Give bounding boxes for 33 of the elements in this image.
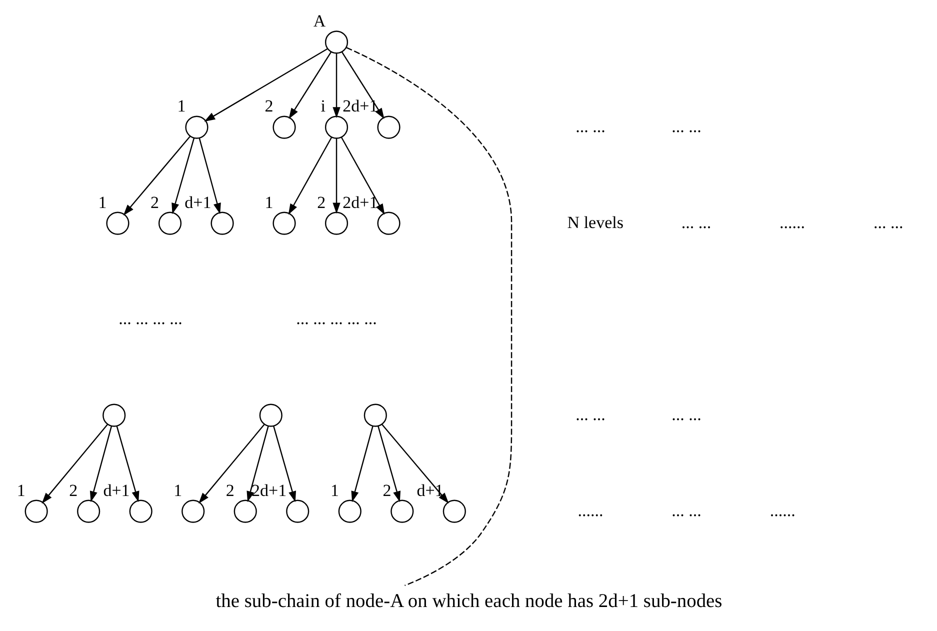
label: ... ... ... ... ... bbox=[296, 308, 376, 328]
node-label: 2 bbox=[68, 480, 78, 500]
node-label: d+1 bbox=[184, 192, 211, 212]
node-label: 2d+1 bbox=[342, 96, 378, 116]
label: ... ... bbox=[872, 212, 903, 232]
node-label: 1 bbox=[330, 480, 338, 500]
node-label: 2 bbox=[150, 192, 159, 212]
label: ... ... bbox=[671, 500, 701, 520]
node-label: d+1 bbox=[102, 480, 130, 500]
label: ...... bbox=[769, 500, 795, 520]
node-label: 2d+1 bbox=[342, 192, 378, 212]
node-label: 2 bbox=[382, 480, 391, 500]
node-label: 2 bbox=[264, 96, 273, 116]
label: ...... bbox=[779, 212, 805, 232]
label: N levels bbox=[566, 212, 623, 232]
node-label: 2 bbox=[316, 192, 326, 212]
label: ... ... bbox=[575, 404, 605, 424]
label: ... ... bbox=[680, 212, 711, 232]
node-label: 2 bbox=[225, 480, 234, 500]
node-label: 1 bbox=[98, 192, 106, 212]
node-label: A bbox=[312, 12, 326, 31]
node-label: 1 bbox=[16, 480, 25, 500]
node-label: 1 bbox=[176, 96, 186, 116]
label: ... ... bbox=[671, 116, 701, 136]
label: ... ... ... ... bbox=[118, 308, 182, 328]
node-label: 1 bbox=[173, 480, 182, 500]
caption: the sub-chain of node-A on which each node has 2d+1 sub-nodes bbox=[215, 590, 722, 612]
label: ...... bbox=[577, 500, 603, 520]
node-label: i bbox=[320, 96, 326, 116]
label: ... ... bbox=[671, 404, 701, 424]
label: ... ... bbox=[575, 116, 605, 136]
node-label: 2d+1 bbox=[251, 480, 286, 500]
node-label: 1 bbox=[264, 192, 273, 212]
